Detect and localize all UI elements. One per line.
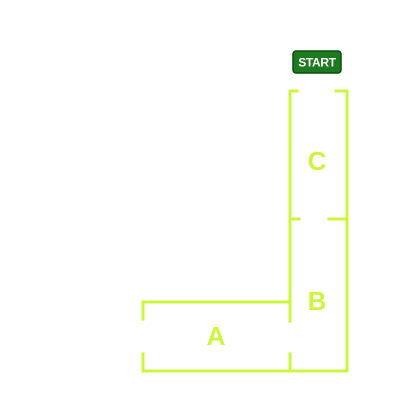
zone-label-c: C <box>308 146 327 176</box>
wall-a-top <box>141 300 292 321</box>
zone-label-b: B <box>308 286 327 316</box>
wall-c-top-left <box>288 89 301 221</box>
track-walls <box>141 89 349 373</box>
start-marker[interactable]: START <box>292 50 342 74</box>
wall-c-top-right <box>334 89 349 221</box>
zone-label-a: A <box>207 321 226 351</box>
start-badge-bg <box>292 50 342 74</box>
start-label: START <box>298 56 337 70</box>
